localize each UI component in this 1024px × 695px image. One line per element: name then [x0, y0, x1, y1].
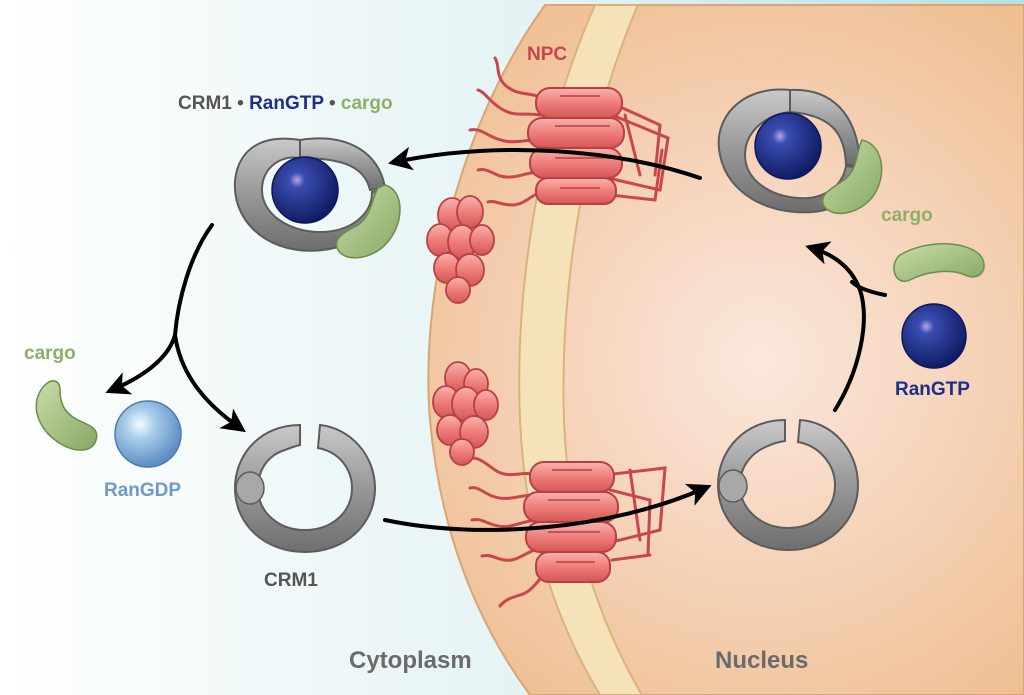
crm1-ranGTP-cargo-complex-nucleus	[717, 88, 883, 215]
cargo-label-right: cargo	[881, 205, 933, 226]
cargo-shape-icon	[821, 139, 883, 215]
crm1-ranGTP-cargo-complex-cytoplasm	[233, 137, 401, 259]
flow-arrow-icon	[383, 483, 712, 532]
rangtp-sphere-icon	[271, 156, 339, 224]
rangtp-sphere-icon	[754, 112, 822, 180]
complex-label-crm1: CRM1	[178, 93, 232, 114]
cargo-shape-icon	[335, 184, 401, 259]
crm1-free-nucleus	[716, 418, 860, 552]
complex-label-separator: •	[328, 93, 336, 114]
npc-label: NPC	[527, 44, 568, 65]
flow-arrow-icon	[850, 280, 887, 297]
nucleus-label: Nucleus	[715, 647, 809, 674]
flow-arrow-icon	[173, 223, 214, 337]
cargo-shape-icon	[35, 380, 98, 451]
complex-label-cargo: cargo	[340, 93, 393, 114]
flow-arrow-icon	[805, 241, 866, 412]
crm1-ring-icon	[716, 418, 860, 552]
flow-arrow-icon	[173, 333, 246, 433]
cargo-label-left: cargo	[24, 343, 76, 364]
rangdp-sphere-icon	[114, 400, 182, 468]
complex-label: CRM1 • RanGTP • cargo	[178, 94, 393, 113]
complex-label-separator: •	[237, 93, 244, 114]
cytoplasm-label: Cytoplasm	[349, 647, 472, 674]
flow-arrow-icon	[105, 333, 177, 395]
crm1-label: CRM1	[264, 570, 318, 591]
rangdp-label: RanGDP	[104, 480, 182, 501]
npc-pore-icon	[468, 456, 667, 608]
rangtp-sphere-icon	[901, 303, 967, 369]
complex-label-rangtp: RanGTP	[249, 93, 324, 114]
npc-subunit-cluster-upper	[426, 195, 495, 304]
cargo-shape-icon	[893, 243, 985, 283]
flow-arrow-icon	[387, 146, 702, 180]
rangtp-label: RanGTP	[895, 379, 970, 400]
npc-subunit-cluster-lower	[432, 361, 499, 466]
crm1-ring-icon	[233, 423, 377, 554]
crm1-free-cytoplasm	[233, 423, 377, 554]
